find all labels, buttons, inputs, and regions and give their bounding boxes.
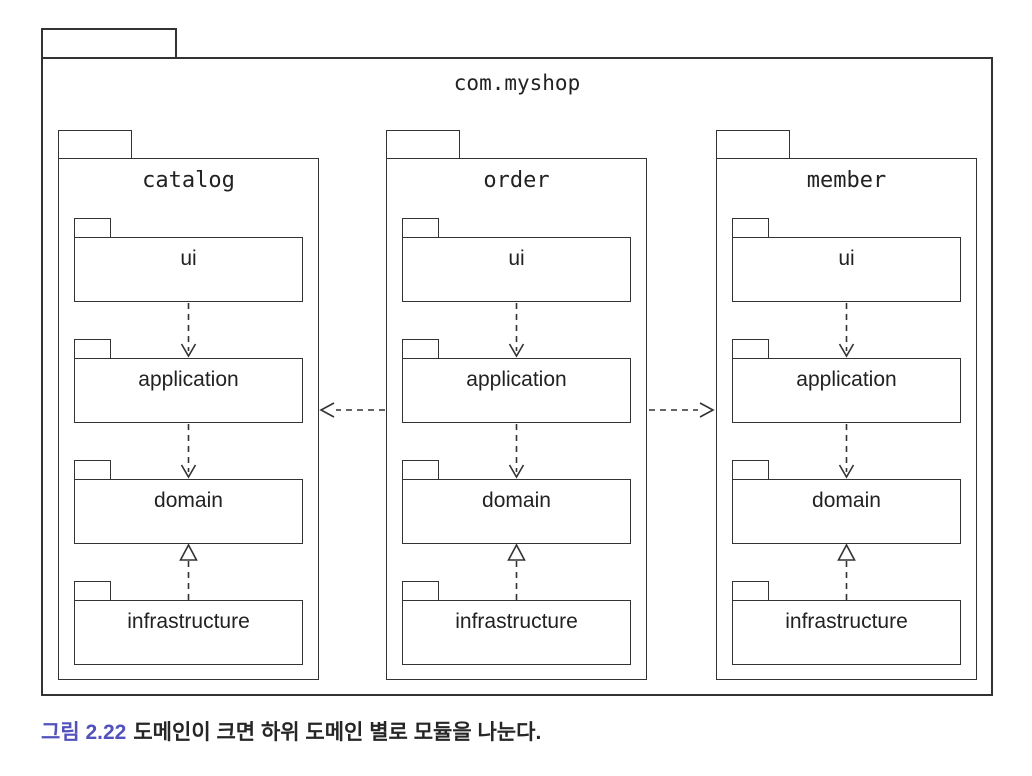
module-catalog-domain-tab xyxy=(74,460,111,479)
module-order-ui-body xyxy=(402,237,631,302)
module-catalog-ui-body xyxy=(74,237,303,302)
package-catalog-name: catalog xyxy=(142,168,235,193)
package-member-tab xyxy=(716,130,790,158)
module-order-infrastructure-body xyxy=(402,600,631,665)
module-order-application-label: application xyxy=(466,368,567,391)
module-order-ui-tab xyxy=(402,218,439,237)
module-order-application-body xyxy=(402,358,631,423)
root-package-tab xyxy=(41,28,177,57)
module-order-infrastructure-tab xyxy=(402,581,439,600)
figure-caption-text: 도메인이 크면 하위 도메인 별로 모듈을 나눈다. xyxy=(133,721,542,744)
module-member-ui-label: ui xyxy=(838,247,855,270)
module-order-domain-label: domain xyxy=(482,489,551,512)
root-package-name: com.myshop xyxy=(453,71,581,95)
module-order-infrastructure-label: infrastructure xyxy=(455,610,578,633)
package-member-name: member xyxy=(806,168,887,193)
module-member-domain-label: domain xyxy=(812,489,881,512)
module-member-application-label: application xyxy=(796,368,897,391)
package-order-tab xyxy=(386,130,460,158)
package-order-name: order xyxy=(483,168,550,193)
package-catalog-tab xyxy=(58,130,132,158)
module-order-ui-label: ui xyxy=(508,247,525,270)
module-member-infrastructure-label: infrastructure xyxy=(785,610,908,633)
module-member-domain-tab xyxy=(732,460,769,479)
module-member-domain-body xyxy=(732,479,961,544)
figure-caption: 그림 2.22 도메인이 크면 하위 도메인 별로 모듈을 나눈다. xyxy=(41,716,541,746)
module-catalog-domain-label: domain xyxy=(154,489,223,512)
module-catalog-infrastructure-tab xyxy=(74,581,111,600)
module-catalog-infrastructure-label: infrastructure xyxy=(127,610,250,633)
module-catalog-application-body xyxy=(74,358,303,423)
module-catalog-application-label: application xyxy=(138,368,239,391)
figure-caption-number: 그림 2.22 xyxy=(41,721,127,744)
module-member-application-tab xyxy=(732,339,769,358)
module-member-ui-tab xyxy=(732,218,769,237)
module-member-infrastructure-tab xyxy=(732,581,769,600)
module-catalog-infrastructure-body xyxy=(74,600,303,665)
module-order-application-tab xyxy=(402,339,439,358)
module-member-ui-body xyxy=(732,237,961,302)
module-member-infrastructure-body xyxy=(732,600,961,665)
module-member-application-body xyxy=(732,358,961,423)
module-catalog-application-tab xyxy=(74,339,111,358)
module-order-domain-tab xyxy=(402,460,439,479)
module-catalog-ui-tab xyxy=(74,218,111,237)
module-order-domain-body xyxy=(402,479,631,544)
module-catalog-ui-label: ui xyxy=(180,247,197,270)
